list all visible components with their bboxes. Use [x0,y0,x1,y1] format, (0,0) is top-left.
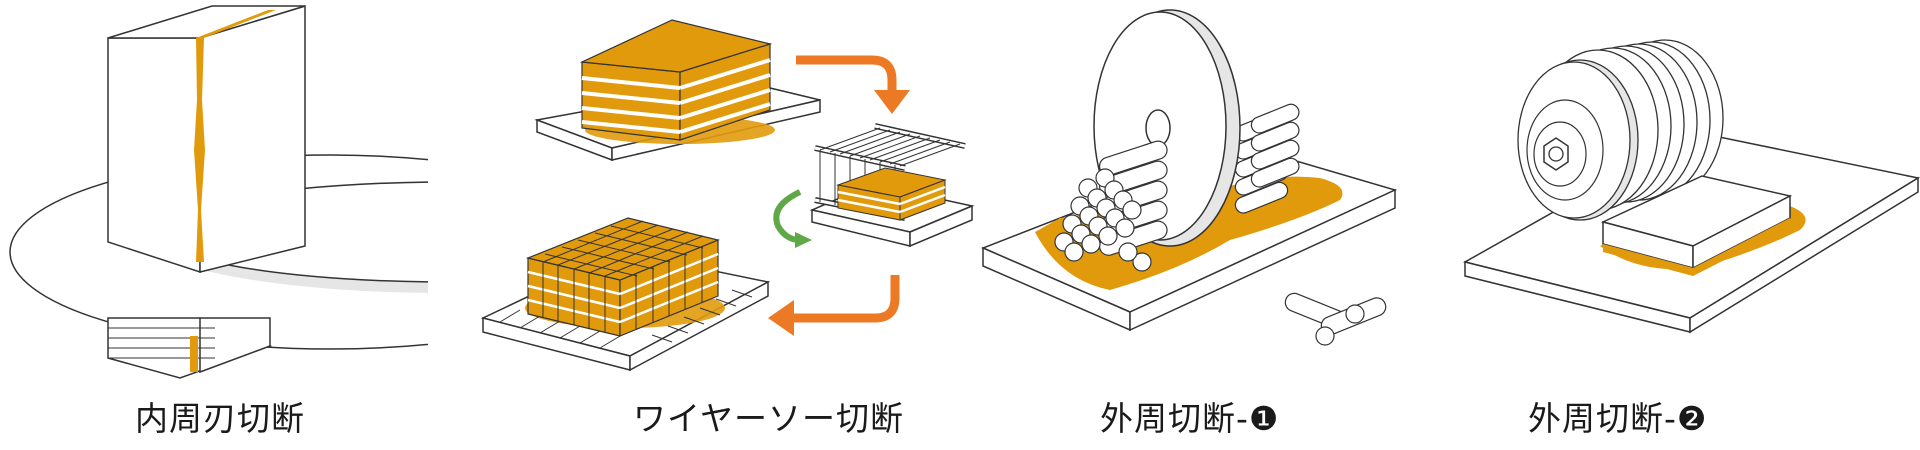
rods-back [1233,102,1301,216]
process-arrow-right [796,60,892,92]
process-arrow-left [790,275,895,318]
sliced-block-lower [108,318,270,378]
stacked-plates-top [537,20,820,160]
loose-rods [1283,291,1389,345]
panel-outer-blade-2 [1465,40,1918,332]
rod-ends [1055,169,1151,271]
resin-bond-line [194,38,205,262]
caption-outer-blade-2: 外周切断-❷ [1528,399,1708,438]
diced-block [483,218,768,370]
caption-inner-blade: 内周刃切断 [135,399,305,438]
panel-inner-blade [10,6,428,378]
panel-outer-blade-1 [983,10,1395,345]
panel-wire-saw [483,20,972,370]
caption-outer-blade-1: 外周切断-❶ [1100,399,1280,438]
workpiece-block [1603,176,1795,276]
multi-blade-stack [1518,40,1723,220]
ingot-block [108,6,305,272]
arrow-head-left-icon [768,300,794,336]
arrow-head-down-icon [874,90,910,114]
caption-wire-saw: ワイヤーソー切断 [633,399,905,438]
rotate-arrow-icon [776,192,800,240]
wire-saw-frame [812,126,972,246]
